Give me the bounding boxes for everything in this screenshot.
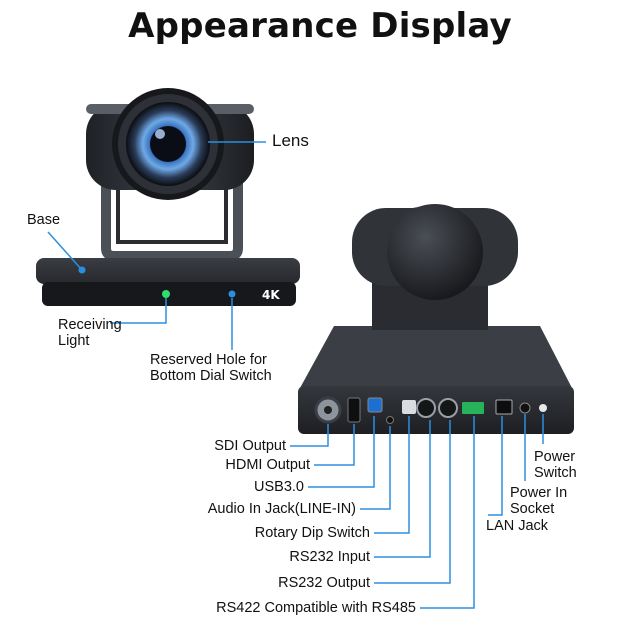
label-power-switch: Power Switch (534, 449, 577, 481)
label-rs232-output: RS232 Output (278, 575, 370, 591)
label-lan-jack: LAN Jack (486, 518, 549, 534)
label-rs232-input: RS232 Input (289, 549, 370, 565)
callout-lines (47, 141, 544, 609)
label-usb3: USB3.0 (254, 479, 304, 495)
rear-camera (298, 204, 574, 434)
label-hdmi-output: HDMI Output (225, 457, 310, 473)
label-reserved-hole: Reserved Hole for Bottom Dial Switch (150, 352, 272, 384)
label-sdi-output: SDI Output (214, 438, 286, 454)
front-camera: 4K (36, 88, 300, 306)
page-title: Appearance Display (128, 6, 512, 46)
label-power-in: Power In Socket (510, 485, 568, 517)
label-audio-in: Audio In Jack(LINE-IN) (207, 501, 356, 517)
label-base: Base (27, 212, 61, 228)
label-lens: Lens (272, 131, 309, 150)
label-receiving-light: Receiving Light (58, 317, 122, 349)
label-rotary-dip: Rotary Dip Switch (254, 525, 370, 541)
4k-badge: 4K (262, 288, 280, 302)
label-rs422: RS422 Compatible with RS485 (216, 600, 416, 616)
